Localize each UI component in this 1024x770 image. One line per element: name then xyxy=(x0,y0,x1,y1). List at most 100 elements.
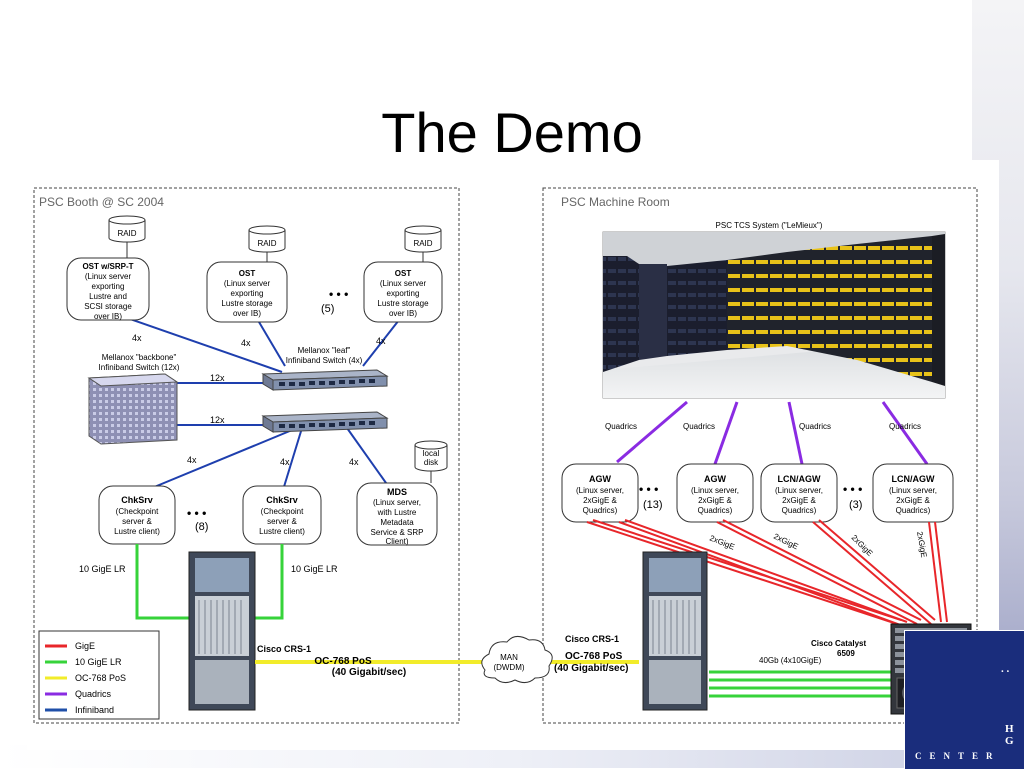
svg-text:(Linux server,: (Linux server, xyxy=(576,486,624,495)
network-diagram: PSC Booth @ SC 2004 PSC Machine Room 4x … xyxy=(27,160,999,750)
svg-text:(Linux server,: (Linux server, xyxy=(373,498,421,507)
local-disk-cylinder: local disk xyxy=(414,440,448,472)
chksrv-ellipsis: • • • xyxy=(187,506,206,520)
machine-room-cisco-crs1-router xyxy=(642,551,708,711)
man-dwdm-cloud: MAN (DWDM) xyxy=(481,636,553,684)
svg-text:AGW: AGW xyxy=(589,474,612,484)
link-4x-label-4: 4x xyxy=(187,455,197,465)
link-4x-label-3: 4x xyxy=(376,336,386,346)
quadrics-label-4: Quadrics xyxy=(889,422,921,431)
mds-server: MDS (Linux server, with Lustre Metadata … xyxy=(356,482,438,546)
lcn-agw-server-1: LCN/AGW (Linux server, 2xGigE & Quadrics… xyxy=(760,463,838,523)
lcn-count: (3) xyxy=(849,499,862,511)
svg-text:Lustre and: Lustre and xyxy=(89,292,127,301)
chksrv-count: (8) xyxy=(195,521,208,533)
svg-text:Quadrics): Quadrics) xyxy=(896,506,931,515)
catalyst-label-2: 6509 xyxy=(837,649,855,658)
svg-text:exporting: exporting xyxy=(231,289,264,298)
booth-oc768-label-2: (40 Gigabit/sec) xyxy=(332,667,406,678)
machine-room-oc768-label-1: OC-768 PoS xyxy=(565,651,623,662)
ost-count: (5) xyxy=(321,303,334,315)
svg-text:Quadrics): Quadrics) xyxy=(583,506,618,515)
svg-text:Lustre client): Lustre client) xyxy=(114,527,160,536)
svg-text:(Linux server: (Linux server xyxy=(85,272,132,281)
legend-label-lr: 10 GigE LR xyxy=(75,657,122,667)
leaf-switch-1 xyxy=(261,369,389,391)
quadrics-label-3: Quadrics xyxy=(799,422,831,431)
forty-gb-links xyxy=(709,670,891,698)
link-4x-label-1: 4x xyxy=(132,333,142,343)
svg-text:2xGigE &: 2xGigE & xyxy=(583,496,617,505)
svg-text:(Linux server,: (Linux server, xyxy=(889,486,937,495)
svg-text:LCN/AGW: LCN/AGW xyxy=(892,474,935,484)
legend-label-quadrics: Quadrics xyxy=(75,689,112,699)
svg-text:Service & SRP: Service & SRP xyxy=(371,528,424,537)
svg-text:MAN: MAN xyxy=(500,653,518,662)
quadrics-label-2: Quadrics xyxy=(683,422,715,431)
quadrics-links xyxy=(616,400,929,465)
svg-text:SCSI storage: SCSI storage xyxy=(84,302,132,311)
svg-text:OST w/SRP-T: OST w/SRP-T xyxy=(82,262,133,271)
leaf-switch-label-1: Mellanox "leaf" xyxy=(298,346,351,355)
catalyst-label-1: Cisco Catalyst xyxy=(811,639,866,648)
svg-text:RAID: RAID xyxy=(257,239,276,248)
leaf-switch-2 xyxy=(261,411,389,433)
svg-text:Lustre storage: Lustre storage xyxy=(377,299,429,308)
svg-text:with Lustre: with Lustre xyxy=(377,508,417,517)
svg-text:Metadata: Metadata xyxy=(380,518,414,527)
booth-crs1-label: Cisco CRS-1 xyxy=(257,644,311,654)
tcs-system-label: PSC TCS System ("LeMieux") xyxy=(716,221,823,230)
svg-text:ChkSrv: ChkSrv xyxy=(121,495,153,505)
link-4x-label-5: 4x xyxy=(280,457,290,467)
raid-cylinder-2: RAID xyxy=(248,225,286,253)
machine-room-crs1-label: Cisco CRS-1 xyxy=(565,634,619,644)
svg-text:2xGigE &: 2xGigE & xyxy=(698,496,732,505)
svg-text:2xGigE &: 2xGigE & xyxy=(782,496,816,505)
svg-text:AGW: AGW xyxy=(704,474,727,484)
link-12x-label-2: 12x xyxy=(210,415,225,425)
svg-text:OST: OST xyxy=(395,269,412,278)
gige-links xyxy=(586,519,948,627)
svg-text:RAID: RAID xyxy=(413,239,432,248)
svg-text:(Linux server: (Linux server xyxy=(224,279,271,288)
link-4x-label-2: 4x xyxy=(241,338,251,348)
svg-text:disk: disk xyxy=(424,458,439,467)
svg-text:Client): Client) xyxy=(385,537,408,546)
infiniband-links xyxy=(126,317,400,491)
svg-text:server &: server & xyxy=(122,517,152,526)
ost-ellipsis: • • • xyxy=(329,287,348,301)
gige-lr-label-2: 10 GigE LR xyxy=(291,564,338,574)
agw-count: (13) xyxy=(643,499,663,511)
checkpoint-server-2: ChkSrv (Checkpoint server & Lustre clien… xyxy=(242,485,322,545)
quadrics-label-1: Quadrics xyxy=(605,422,637,431)
svg-text:Lustre storage: Lustre storage xyxy=(221,299,273,308)
gige-lr-label-1: 10 GigE LR xyxy=(79,564,126,574)
agw-server-2: AGW (Linux server, 2xGigE & Quadrics) xyxy=(676,463,754,523)
svg-text:(Linux server,: (Linux server, xyxy=(691,486,739,495)
svg-text:local: local xyxy=(423,449,440,458)
leaf-switch-label-2: Infiniband Switch (4x) xyxy=(286,356,363,365)
svg-text:LCN/AGW: LCN/AGW xyxy=(778,474,821,484)
slide-title: The Demo xyxy=(381,101,643,164)
bottom-edge-gradient xyxy=(0,745,1024,768)
psc-logo: . . H G CENTER xyxy=(904,630,1024,770)
svg-text:over IB): over IB) xyxy=(389,309,417,318)
forty-gb-label: 40Gb (4x10GigE) xyxy=(759,656,822,665)
svg-text:over IB): over IB) xyxy=(233,309,261,318)
booth-label: PSC Booth @ SC 2004 xyxy=(39,195,164,209)
svg-text:ChkSrv: ChkSrv xyxy=(266,495,298,505)
svg-text:2xGigE &: 2xGigE & xyxy=(896,496,930,505)
svg-text:exporting: exporting xyxy=(387,289,420,298)
booth-cisco-crs1-router xyxy=(188,551,256,711)
checkpoint-server-1: ChkSrv (Checkpoint server & Lustre clien… xyxy=(98,485,176,545)
svg-text:(Checkpoint: (Checkpoint xyxy=(116,507,159,516)
svg-text:Quadrics): Quadrics) xyxy=(782,506,817,515)
ost-server-2: OST (Linux server exporting Lustre stora… xyxy=(206,261,288,323)
agw-server-1: AGW (Linux server, 2xGigE & Quadrics) xyxy=(561,463,639,523)
machine-room-oc768-label-2: (40 Gigabit/sec) xyxy=(554,663,628,674)
svg-text:(DWDM): (DWDM) xyxy=(493,663,524,672)
svg-text:server &: server & xyxy=(267,517,297,526)
svg-text:OST: OST xyxy=(239,269,256,278)
ost-server-3: OST (Linux server exporting Lustre stora… xyxy=(363,261,443,323)
booth-oc768-label-1: OC-768 PoS xyxy=(314,656,372,667)
